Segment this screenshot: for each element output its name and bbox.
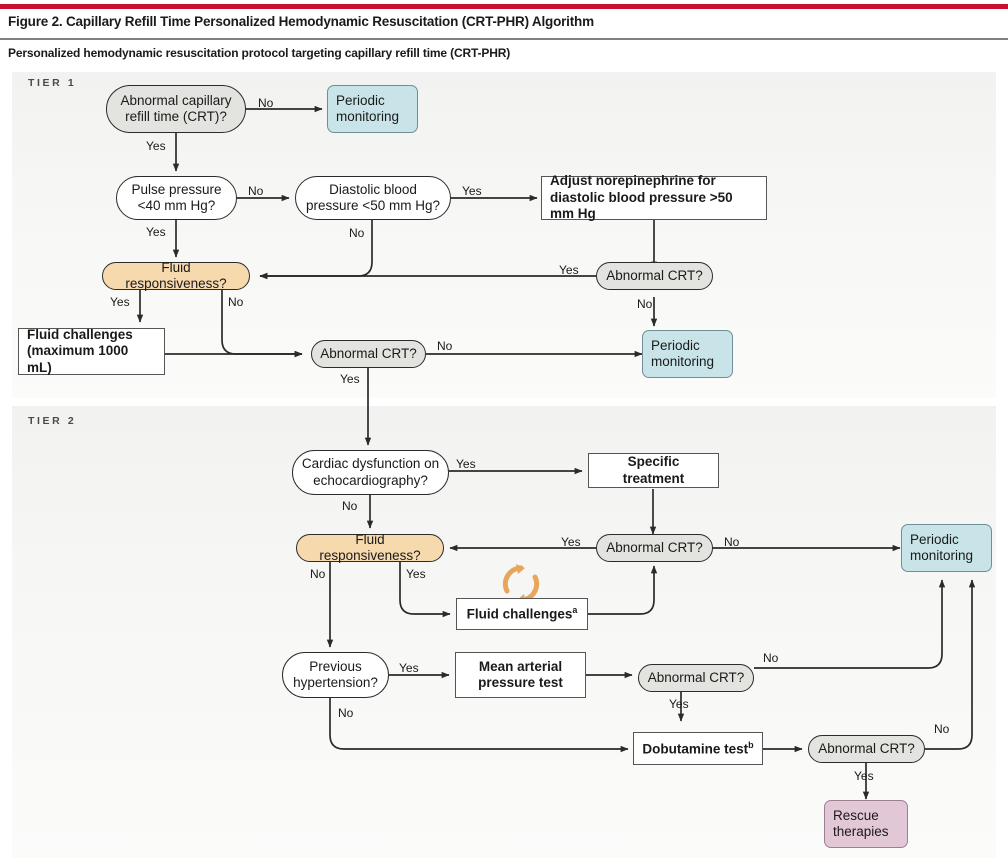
node-periodic-monitoring-tier2[interactable]: Periodic monitoring xyxy=(901,524,992,572)
node-label: Abnormal CRT? xyxy=(606,267,703,283)
node-fluid-challenges-tier1[interactable]: Fluid challenges (maximum 1000 mL) xyxy=(18,326,165,375)
node-fluid-responsiveness-tier2[interactable]: Fluid responsiveness? xyxy=(296,531,444,563)
node-label: Fluid challenges xyxy=(466,606,573,622)
node-abnormal-crt-map[interactable]: Abnormal CRT? xyxy=(638,664,754,692)
figure-subtitle: Personalized hemodynamic resuscitation p… xyxy=(8,46,511,60)
node-dobutamine-test[interactable]: Dobutamine testb xyxy=(633,732,763,765)
node-mean-arterial-pressure-test[interactable]: Mean arterial pressure test xyxy=(455,652,586,698)
footnote-marker-b: b xyxy=(748,739,754,750)
node-previous-hypertension[interactable]: Previous hypertension? xyxy=(282,652,389,698)
node-rescue-therapies[interactable]: Rescue therapies xyxy=(824,800,908,848)
edge-label-crt-mid-yes: Yes xyxy=(340,372,360,386)
node-label: Abnormal CRT? xyxy=(320,345,417,361)
edge-label-crt-mid-no: No xyxy=(437,339,453,353)
node-label: Dobutamine test xyxy=(642,741,749,757)
node-fluid-challenges-tier2[interactable]: Fluid challengesa xyxy=(456,598,588,630)
edge-label-fr-tier1-no: No xyxy=(228,295,244,309)
tier-2-panel xyxy=(12,406,996,858)
node-label: Abnormal capillary refill time (CRT)? xyxy=(120,92,232,124)
node-periodic-monitoring-tier1-a[interactable]: Periodic monitoring xyxy=(327,85,418,133)
edge-label-crt-right-yes: Yes xyxy=(559,263,579,277)
edge-label-pulse-no: No xyxy=(248,184,264,198)
node-abnormal-crt-tier1-right[interactable]: Abnormal CRT? xyxy=(596,262,713,290)
node-diastolic-blood-pressure[interactable]: Diastolic blood pressure <50 mm Hg? xyxy=(295,176,451,220)
node-label: Mean arterial pressure test xyxy=(478,658,563,690)
top-accent-rule xyxy=(0,4,1008,9)
node-label: Cardiac dysfunction on echocardiography? xyxy=(301,456,440,488)
edge-label-hypertension-yes: Yes xyxy=(399,661,419,675)
edge-label-cardiac-no: No xyxy=(342,499,358,513)
edge-label-diastolic-no: No xyxy=(349,226,365,240)
edge-label-cardiac-yes: Yes xyxy=(456,457,476,471)
tier-2-label: TIER 2 xyxy=(28,415,77,427)
node-abnormal-crt-start[interactable]: Abnormal capillary refill time (CRT)? xyxy=(106,85,246,133)
node-label: Specific treatment xyxy=(622,454,685,486)
node-label: Fluid responsiveness? xyxy=(319,531,421,563)
edge-label-crt-top-yes: Yes xyxy=(561,535,581,549)
node-label: Periodic monitoring xyxy=(651,337,715,369)
tier-1-label: TIER 1 xyxy=(28,77,77,89)
node-specific-treatment[interactable]: Specific treatment xyxy=(588,453,719,488)
node-label: Abnormal CRT? xyxy=(606,539,703,555)
node-abnormal-crt-tier1-mid[interactable]: Abnormal CRT? xyxy=(311,340,426,368)
node-label: Pulse pressure <40 mm Hg? xyxy=(131,181,222,213)
edge-label-crt-top-no: No xyxy=(724,535,740,549)
node-abnormal-crt-tier2-top[interactable]: Abnormal CRT? xyxy=(596,534,713,562)
edge-label-start-yes: Yes xyxy=(146,139,166,153)
edge-label-diastolic-yes: Yes xyxy=(462,184,482,198)
edge-label-start-no: No xyxy=(258,96,274,110)
node-label: Rescue therapies xyxy=(833,807,889,839)
header-divider-rule xyxy=(0,38,1008,40)
edge-label-crt-dobu-yes: Yes xyxy=(854,769,874,783)
node-label: Fluid responsiveness? xyxy=(125,259,227,291)
footnote-marker-a: a xyxy=(572,605,578,616)
edge-label-crt-dobu-no: No xyxy=(934,722,950,736)
edge-label-fr-tier2-yes: Yes xyxy=(406,567,426,581)
node-pulse-pressure[interactable]: Pulse pressure <40 mm Hg? xyxy=(116,176,237,220)
node-label: Adjust norepinephrine for diastolic bloo… xyxy=(550,173,733,222)
node-fluid-responsiveness-tier1[interactable]: Fluid responsiveness? xyxy=(102,259,250,291)
node-label: Fluid challenges (maximum 1000 mL) xyxy=(27,326,133,375)
node-label: Previous hypertension? xyxy=(293,658,378,690)
edge-label-crt-right-no: No xyxy=(637,297,653,311)
figure-title: Figure 2. Capillary Refill Time Personal… xyxy=(8,14,594,29)
node-label: Periodic monitoring xyxy=(336,92,400,124)
node-label: Abnormal CRT? xyxy=(647,669,745,685)
edge-label-fr-tier1-yes: Yes xyxy=(110,295,130,309)
node-periodic-monitoring-tier1-b[interactable]: Periodic monitoring xyxy=(642,330,733,378)
edge-label-pulse-yes: Yes xyxy=(146,225,166,239)
edge-label-hypertension-no: No xyxy=(338,706,354,720)
node-label: Abnormal CRT? xyxy=(818,740,915,756)
node-adjust-norepinephrine[interactable]: Adjust norepinephrine for diastolic bloo… xyxy=(541,173,767,222)
node-abnormal-crt-dobutamine[interactable]: Abnormal CRT? xyxy=(808,735,925,763)
edge-label-crt-map-yes: Yes xyxy=(669,697,689,711)
node-label: Periodic monitoring xyxy=(910,531,974,563)
node-label: Diastolic blood pressure <50 mm Hg? xyxy=(306,181,440,213)
edge-label-fr-tier2-no: No xyxy=(310,567,326,581)
node-cardiac-dysfunction[interactable]: Cardiac dysfunction on echocardiography? xyxy=(292,450,449,495)
edge-label-crt-map-no: No xyxy=(763,651,779,665)
